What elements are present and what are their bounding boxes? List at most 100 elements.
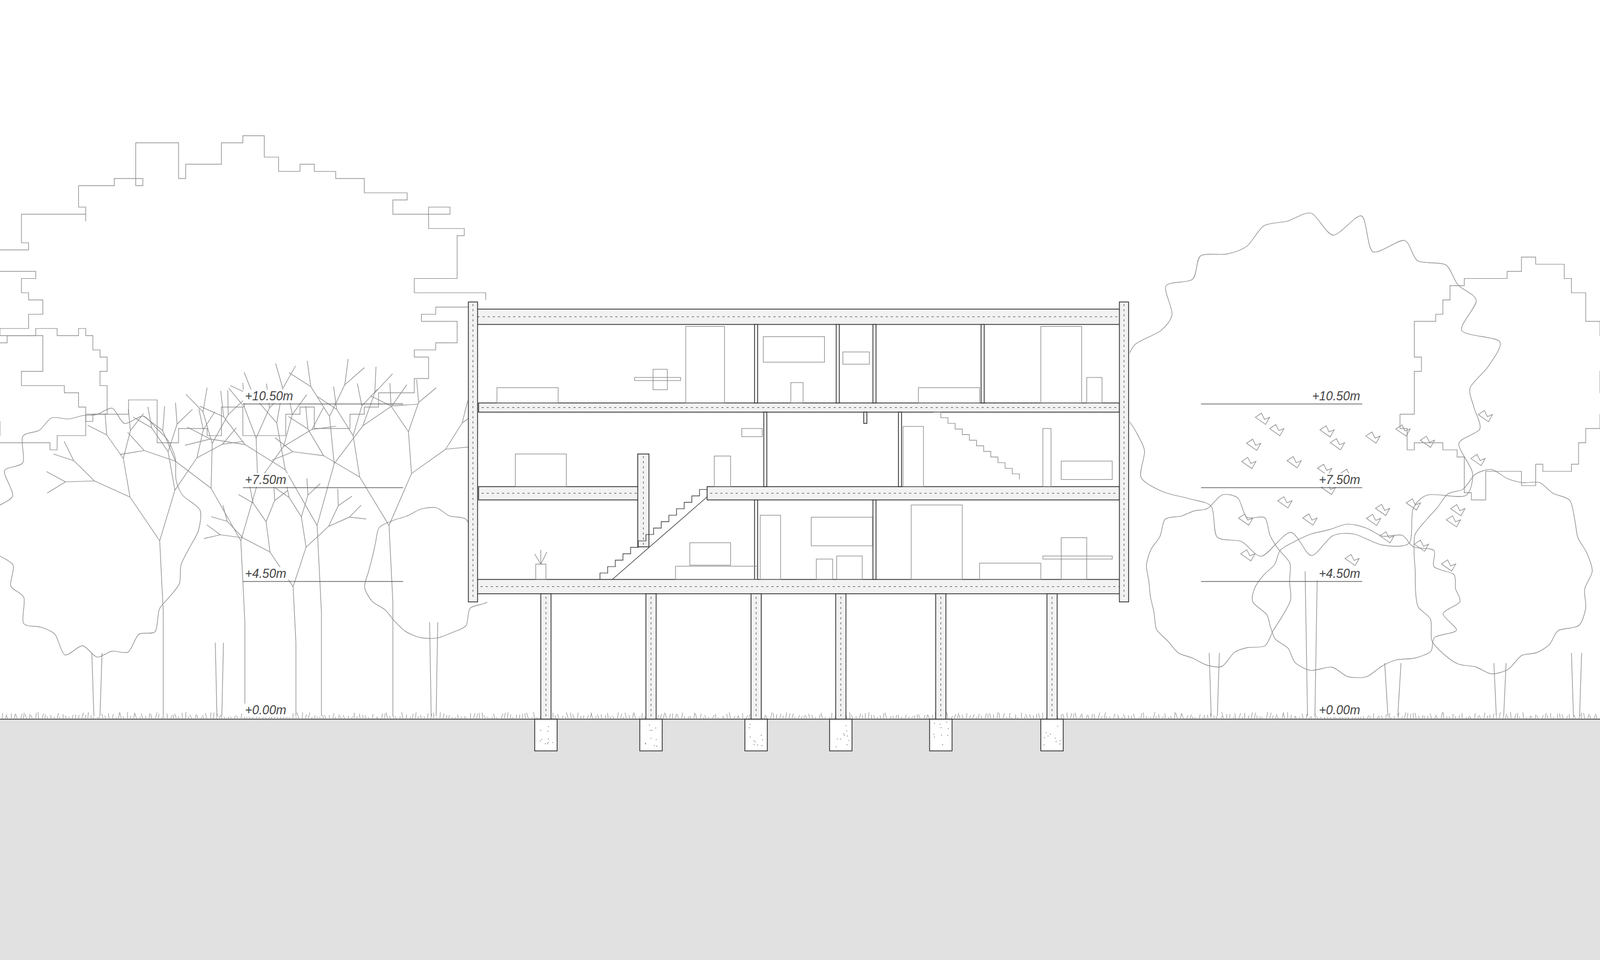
grass-blade [1434,714,1437,720]
grass-blade [395,716,398,720]
grass-blade [412,713,414,720]
grass-blade [1556,713,1558,720]
grass-blade [849,712,851,720]
column-hatch [1051,597,1053,717]
grass-blade [139,716,141,720]
grass-blade [1194,717,1196,720]
grass-blade [1137,717,1140,720]
grass-blade [1266,712,1268,720]
grass-blade [495,717,498,720]
grass-blade [1373,713,1374,720]
tree-branch [328,505,339,527]
grass-blade [868,712,870,720]
grass-blade [623,717,625,720]
footing-stipple [848,740,850,742]
grass-blade [87,712,89,720]
tree-branch [349,517,366,520]
tree-branch [389,383,391,407]
grass-blade [493,713,495,720]
tree-branch [249,486,253,504]
grass-blade [975,717,978,720]
grass-blade [188,716,189,720]
grass-blade [695,713,697,720]
tree-branch [128,409,131,431]
grass-blade [808,713,810,720]
grass-blade [1276,716,1279,720]
furniture-item [918,387,980,404]
tree-trunk [436,622,438,717]
tree-branch [203,411,215,430]
tree-branch [210,439,245,445]
grass-blade [408,716,411,720]
grass-blade [597,714,600,720]
grass-blade [145,716,147,720]
grass-blade [97,717,99,720]
tree-branch [307,360,311,387]
tree-branch [211,488,241,542]
grass-blade [1401,716,1403,720]
tree-branch [288,416,308,430]
grass-blade [803,715,805,720]
tree-branch [87,425,107,436]
grass-blade [1094,714,1096,720]
leaf-cluster [1241,457,1257,469]
grass-blade [503,712,505,720]
grass-blade [332,713,334,720]
tree-canopy [1413,469,1593,674]
grass-blade [234,715,236,720]
grass-blade [1015,714,1017,720]
grass-blade [1199,713,1201,720]
grass-blade [228,717,229,720]
tree-branch [266,500,275,522]
grass-blade [1123,714,1126,720]
leaf-cluster [1441,559,1457,572]
grass-blade [44,714,46,720]
leaf-cluster [1269,424,1284,436]
footing-stipple [837,738,839,740]
tree-branch [275,363,283,389]
grass-blade [959,714,961,720]
grass-blade [308,712,310,720]
footing-stipple [651,729,653,731]
grass-blade [1006,717,1008,720]
grass-blade [714,714,717,720]
tree-branch [390,406,409,432]
tree-trunk [320,612,322,717]
grass-blade [641,712,643,720]
grass-blade [1443,712,1444,720]
furniture-item [689,542,731,566]
footing-stipple [548,726,550,728]
grass-blade [1158,714,1160,720]
grass-blade [386,712,388,720]
column-hatch [545,597,546,717]
grass-blade [742,713,744,720]
level-line [243,487,404,488]
grass-blade [723,717,725,720]
tree-branch [143,450,176,462]
tree-branch [416,379,419,403]
grass-blade [430,713,432,720]
tree-canopy [1146,494,1291,668]
grass-blade [436,717,437,720]
grass-blade [1207,714,1209,720]
grass-blade [1378,716,1380,720]
tree-branch [73,460,95,481]
grass-blade [173,714,174,720]
grass-blade [427,713,429,720]
grass-blade [1128,715,1130,720]
grass-blade [877,717,878,720]
grass-blade [481,712,484,720]
grass-blade [1272,715,1274,720]
tree-branch [317,463,335,526]
grass-blade [580,716,582,720]
grass-blade [1029,714,1031,720]
grass-blade [1162,716,1164,720]
footing-stipple [540,729,542,731]
column [540,593,551,720]
grass-blade [1087,714,1089,720]
grass-blade [101,713,103,720]
grass-blade [158,714,160,720]
tree-branch [94,480,131,497]
grass-blade [75,714,76,720]
grass-blade [993,714,995,720]
